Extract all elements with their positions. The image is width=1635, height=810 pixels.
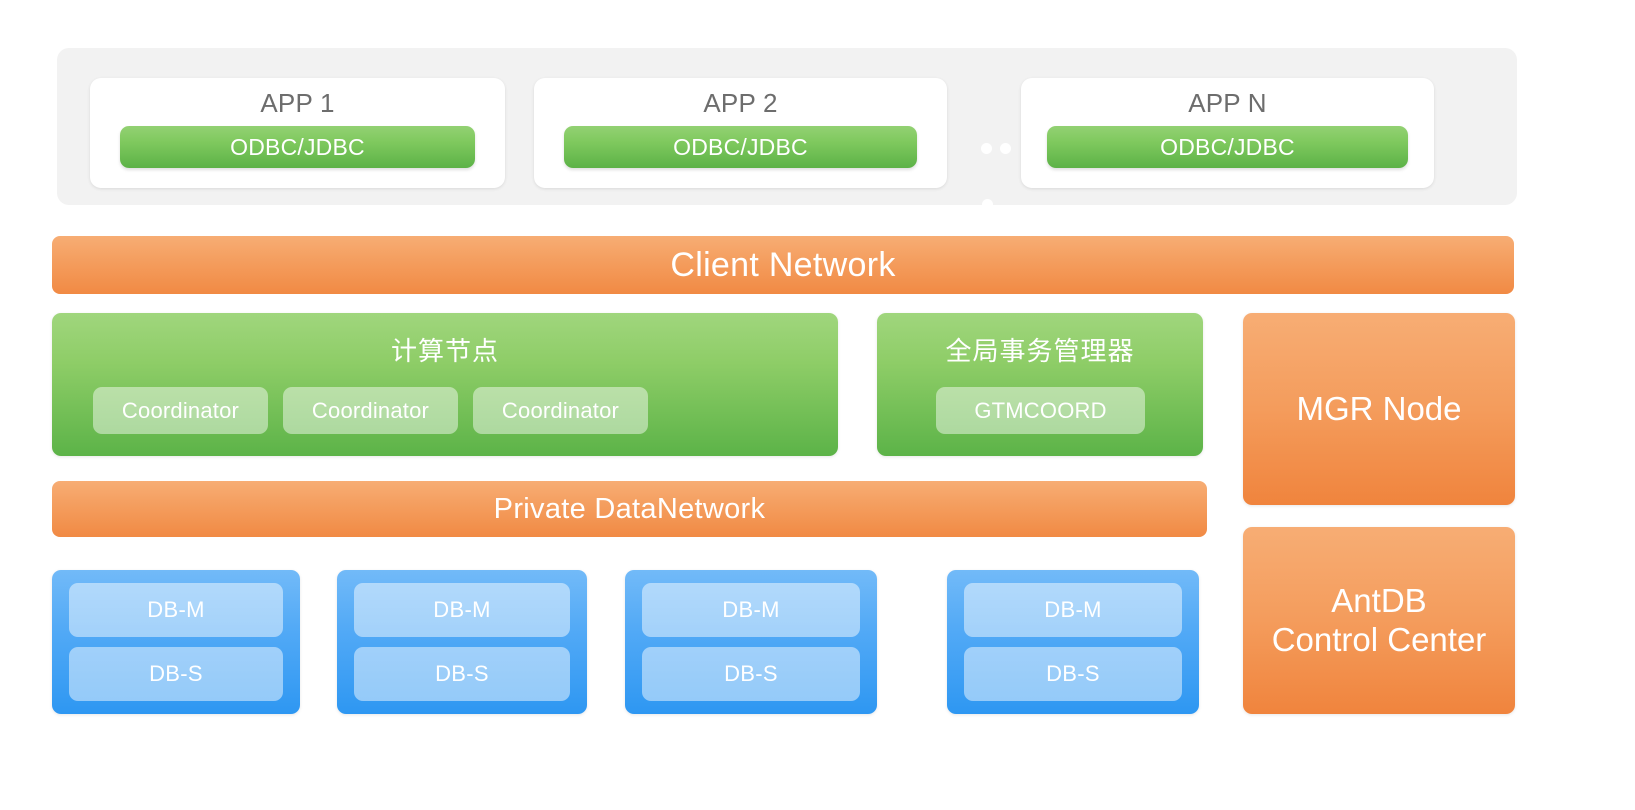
app-card-2[interactable]: APP 2 ODBC/JDBC (534, 78, 947, 188)
db-master-chip-3[interactable]: DB-M (642, 583, 860, 637)
db-slave-chip-2[interactable]: DB-S (354, 647, 570, 701)
compute-node-block: 计算节点 Coordinator Coordinator Coordinator (52, 313, 838, 456)
antdb-control-center-label: AntDB Control Center (1272, 582, 1487, 660)
db-slave-chip-3[interactable]: DB-S (642, 647, 860, 701)
gtm-node-title: 全局事务管理器 (945, 336, 1135, 366)
ellipsis-dot-icon (1000, 143, 1011, 154)
coordinator-chip-1[interactable]: Coordinator (93, 387, 268, 434)
db-slave-chip-4[interactable]: DB-S (964, 647, 1182, 701)
gtmcoord-chip[interactable]: GTMCOORD (936, 387, 1145, 434)
global-transaction-manager-block: 全局事务管理器 GTMCOORD (877, 313, 1203, 456)
coordinator-chip-2[interactable]: Coordinator (283, 387, 458, 434)
antdb-control-center-line2: Control Center (1271, 620, 1487, 658)
app-card-2-title: APP 2 (703, 88, 778, 118)
ellipsis-dot-icon (982, 199, 993, 210)
mgr-node-label: MGR Node (1296, 389, 1462, 427)
client-network-bar: Client Network (52, 236, 1514, 294)
db-master-chip-4[interactable]: DB-M (964, 583, 1182, 637)
app-card-1-title: APP 1 (260, 88, 335, 118)
app-card-n[interactable]: APP N ODBC/JDBC (1021, 78, 1434, 188)
mgr-node-panel[interactable]: MGR Node (1243, 313, 1515, 505)
db-group-4: DB-M DB-S (947, 570, 1199, 714)
db-group-2: DB-M DB-S (337, 570, 587, 714)
db-group-1: DB-M DB-S (52, 570, 300, 714)
compute-node-title: 计算节点 (390, 336, 499, 366)
app-card-1[interactable]: APP 1 ODBC/JDBC (90, 78, 505, 188)
ellipsis-dot-icon (981, 143, 992, 154)
db-slave-chip-1[interactable]: DB-S (69, 647, 283, 701)
app-card-2-connector-button[interactable]: ODBC/JDBC (564, 126, 917, 168)
app-card-n-title: APP N (1188, 88, 1267, 118)
antdb-control-center-panel[interactable]: AntDB Control Center (1243, 527, 1515, 714)
app-card-1-connector-button[interactable]: ODBC/JDBC (120, 126, 475, 168)
db-master-chip-1[interactable]: DB-M (69, 583, 283, 637)
app-card-n-connector-button[interactable]: ODBC/JDBC (1047, 126, 1408, 168)
coordinator-chip-3[interactable]: Coordinator (473, 387, 648, 434)
db-group-3: DB-M DB-S (625, 570, 877, 714)
antdb-control-center-line1: AntDB (1331, 581, 1427, 619)
db-master-chip-2[interactable]: DB-M (354, 583, 570, 637)
private-datanetwork-bar: Private DataNetwork (52, 481, 1207, 537)
